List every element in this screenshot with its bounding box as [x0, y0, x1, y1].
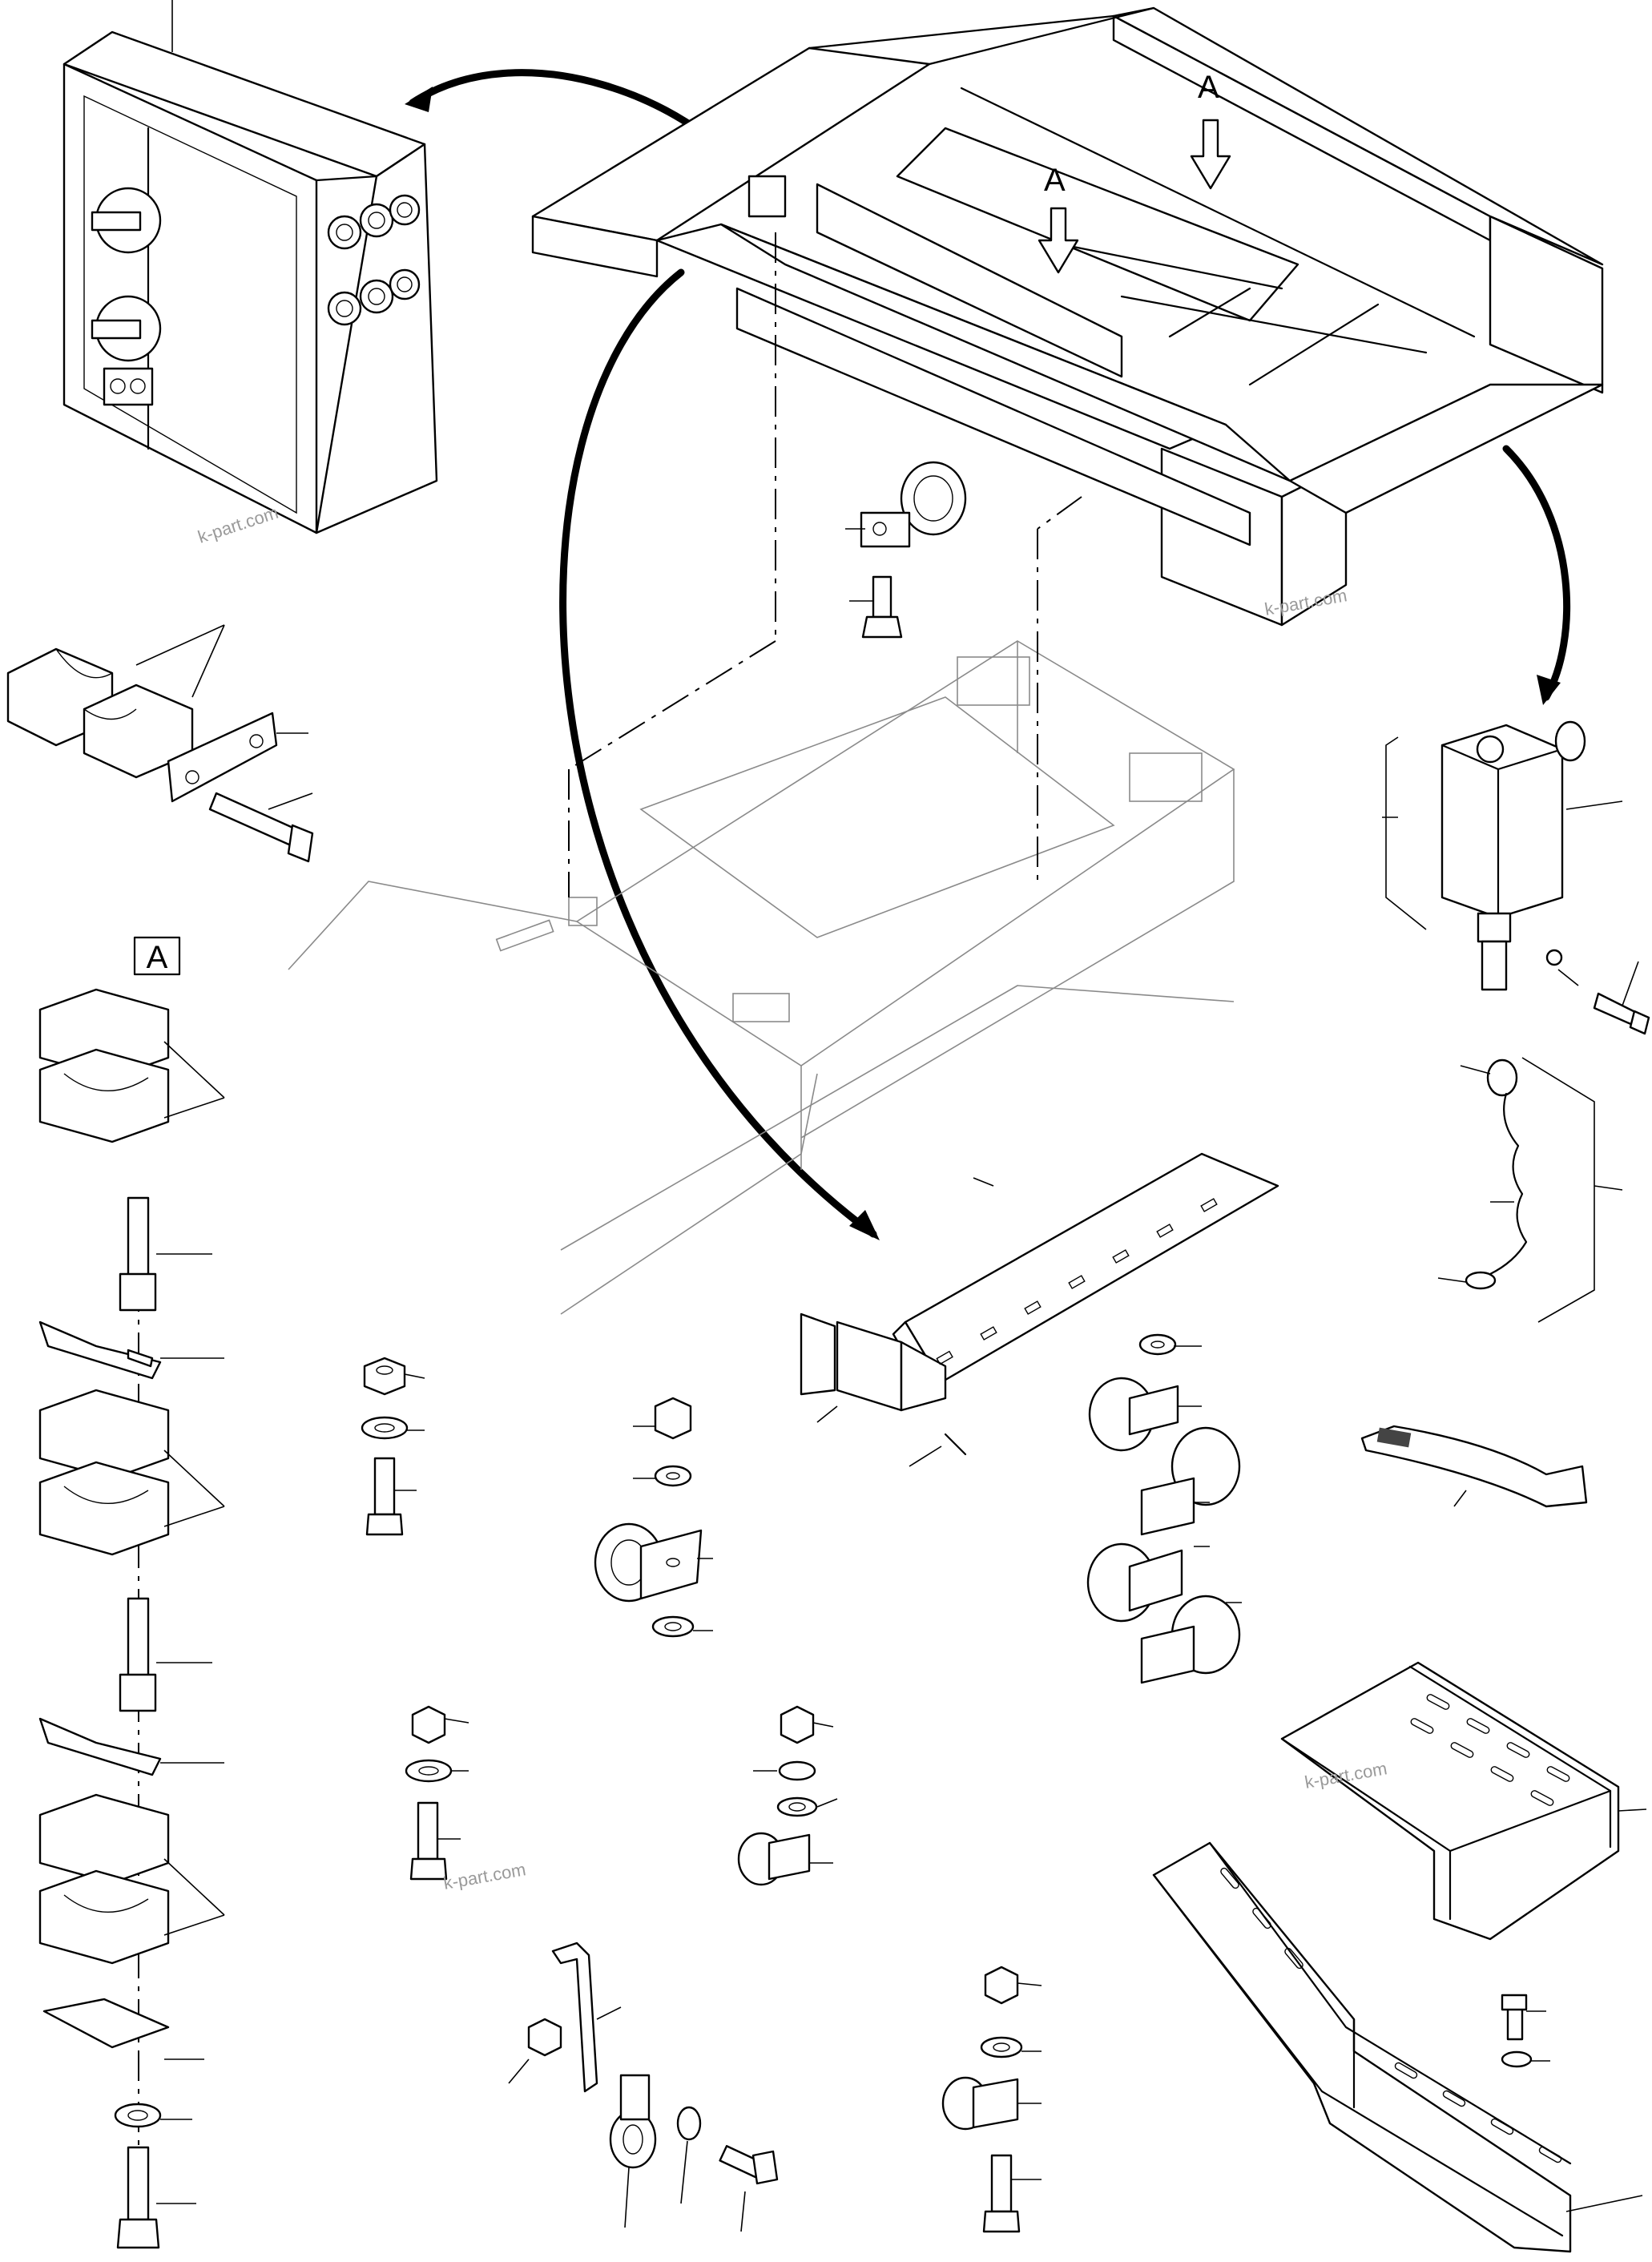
section-box	[133, 936, 181, 976]
p-clamp-with-bolt	[845, 461, 967, 639]
double-clamp-stack	[1086, 1333, 1242, 1684]
nut-washer-bolt	[361, 1357, 425, 1536]
cable-tray-bend	[1152, 1841, 1643, 2253]
junction-box	[1382, 720, 1650, 1035]
view-label-a: A	[1044, 163, 1066, 198]
view-arrow-icon	[1038, 119, 1231, 274]
rubber-strap	[1360, 1425, 1588, 1508]
watermark: k-part.com	[195, 502, 281, 547]
section-box-label: A	[147, 940, 168, 975]
chassis-outline	[288, 640, 1235, 1315]
lanyard-chain	[1437, 1057, 1623, 1323]
cable-tray-straight	[1280, 1661, 1647, 1941]
cable-gland-icons	[327, 194, 421, 326]
mounting-bracket-strip	[800, 1152, 1279, 1467]
watermark: k-part.com	[442, 1859, 528, 1893]
nut-washer-clamp	[594, 1397, 713, 1638]
slot-icons	[1220, 1867, 1562, 2163]
nut-washer-clamp	[737, 1705, 838, 1886]
machine-frame: A A	[531, 6, 1604, 627]
bracket-clamp-bolt	[508, 1941, 779, 2232]
split-clamp-set	[6, 624, 314, 863]
nut-washer-clamp-bolt	[941, 1966, 1042, 2233]
clamp-stack	[38, 988, 225, 2249]
electrical-box	[62, 0, 438, 534]
nut-washer-bolt	[405, 1705, 469, 1881]
view-label-a: A	[1198, 70, 1219, 105]
slot-icons	[1410, 1694, 1570, 1806]
slot-icons	[936, 1198, 1218, 1365]
rotary-switch-icon	[91, 187, 162, 406]
